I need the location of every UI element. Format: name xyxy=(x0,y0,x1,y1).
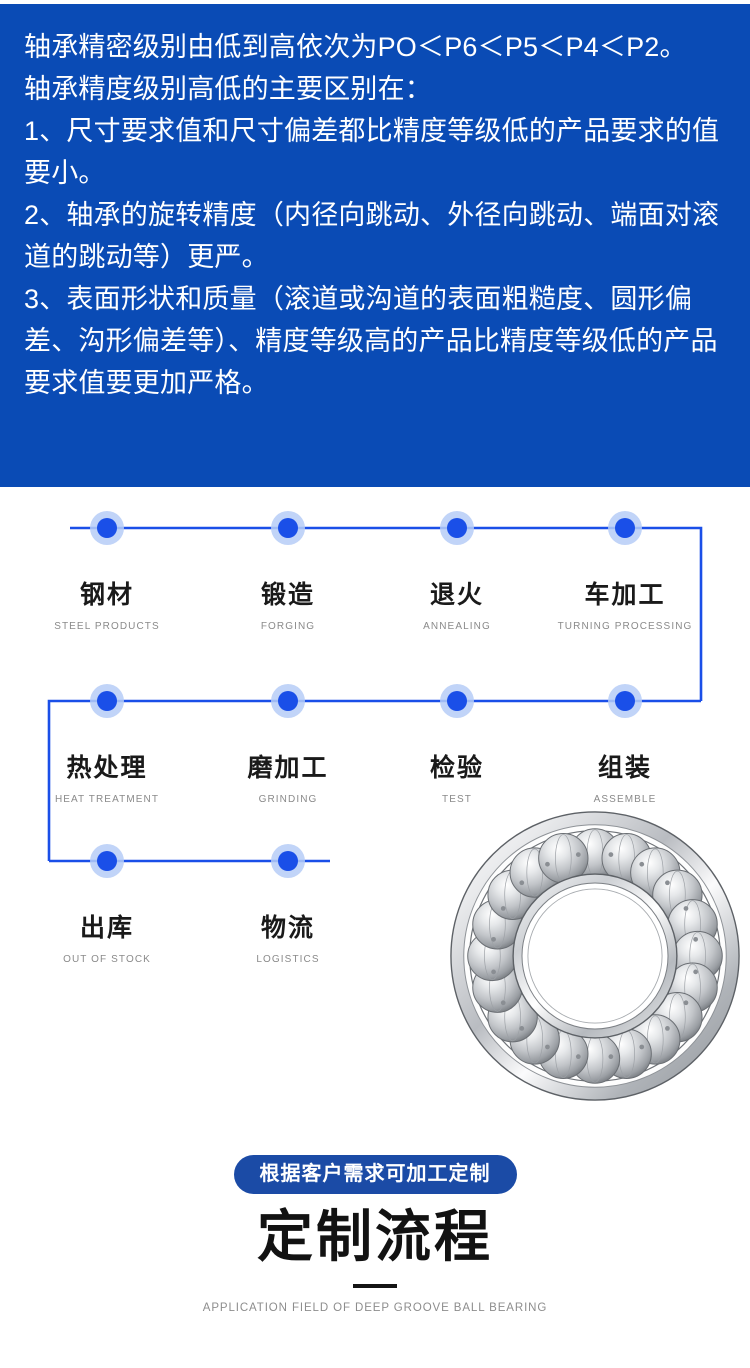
flow-node-label-en: LOGISTICS xyxy=(256,954,320,965)
flow-node-label-en: OUT OF STOCK xyxy=(63,954,151,965)
flow-node-label-en: TEST xyxy=(442,794,472,805)
info-line-1: 轴承精密级别由低到高依次为PO＜P6＜P5＜P4＜P2。 xyxy=(24,32,687,62)
flow-node-label-cn: 车加工 xyxy=(584,581,666,609)
flow-node-label-en: HEAT TREATMENT xyxy=(54,794,160,805)
node-dot-icon xyxy=(278,518,298,538)
node-dot-icon xyxy=(615,691,635,711)
node-dot-icon xyxy=(97,851,117,871)
node-dot-icon xyxy=(97,691,117,711)
flow-node-label-cn: 检验 xyxy=(429,754,484,782)
flow-node-label-en: ASSEMBLE xyxy=(593,794,657,805)
node-dot-icon xyxy=(615,518,635,538)
info-line-5: 3、表面形状和质量（滚道或沟道的表面粗糙度、圆形偏差、沟形偏差等）、精度等级高的… xyxy=(24,284,718,398)
flow-node-label-cn: 出库 xyxy=(79,914,134,942)
page-title: 定制流程 xyxy=(257,1205,493,1268)
page-subtitle: APPLICATION FIELD OF DEEP GROOVE BALL BE… xyxy=(202,1302,548,1314)
section-title-block: 根据客户需求可加工定制 定制流程 APPLICATION FIELD OF DE… xyxy=(0,1155,750,1314)
flow-node-label-en: GRINDING xyxy=(258,794,318,805)
info-line-2: 轴承精度级别高低的主要区别在： xyxy=(24,74,432,104)
flow-node-label-cn: 锻造 xyxy=(260,581,315,609)
node-dot-icon xyxy=(447,691,467,711)
bearing-cage-rivets xyxy=(491,852,699,1060)
flow-node-label-en: STEEL PRODUCTS xyxy=(54,621,160,632)
flow-node-label-cn: 组装 xyxy=(597,754,652,782)
custom-order-badge: 根据客户需求可加工定制 xyxy=(233,1155,517,1194)
flow-node-label-en: TURNING PROCESSING xyxy=(557,621,693,632)
production-process-flowchart: 钢材 STEEL PRODUCTS 锻造 FORGING 退火 ANNEALIN… xyxy=(0,487,750,987)
node-dot-icon xyxy=(278,851,298,871)
node-dot-icon xyxy=(278,691,298,711)
node-dot-icon xyxy=(97,518,117,538)
flow-node-label-cn: 热处理 xyxy=(66,754,148,782)
flow-node-label-en: FORGING xyxy=(260,621,316,632)
info-line-3: 1、尺寸要求值和尺寸偏差都比精度等级低的产品要求的值要小。 xyxy=(24,116,720,188)
info-line-4: 2、轴承的旋转精度（内径向跳动、外径向跳动、端面对滚道的跳动等）更严。 xyxy=(24,200,720,272)
flow-node-label-cn: 物流 xyxy=(260,914,315,942)
flow-node-label-cn: 退火 xyxy=(429,581,484,609)
ball-bearing-illustration xyxy=(450,811,740,1101)
flow-node-label-en: ANNEALING xyxy=(423,621,491,632)
title-divider xyxy=(353,1284,397,1288)
node-dot-icon xyxy=(447,518,467,538)
bearing-precision-info-panel: 轴承精密级别由低到高依次为PO＜P6＜P5＜P4＜P2。 轴承精度级别高低的主要… xyxy=(0,4,750,487)
flow-node-label-cn: 钢材 xyxy=(79,581,134,609)
flow-node-label-cn: 磨加工 xyxy=(247,754,329,782)
